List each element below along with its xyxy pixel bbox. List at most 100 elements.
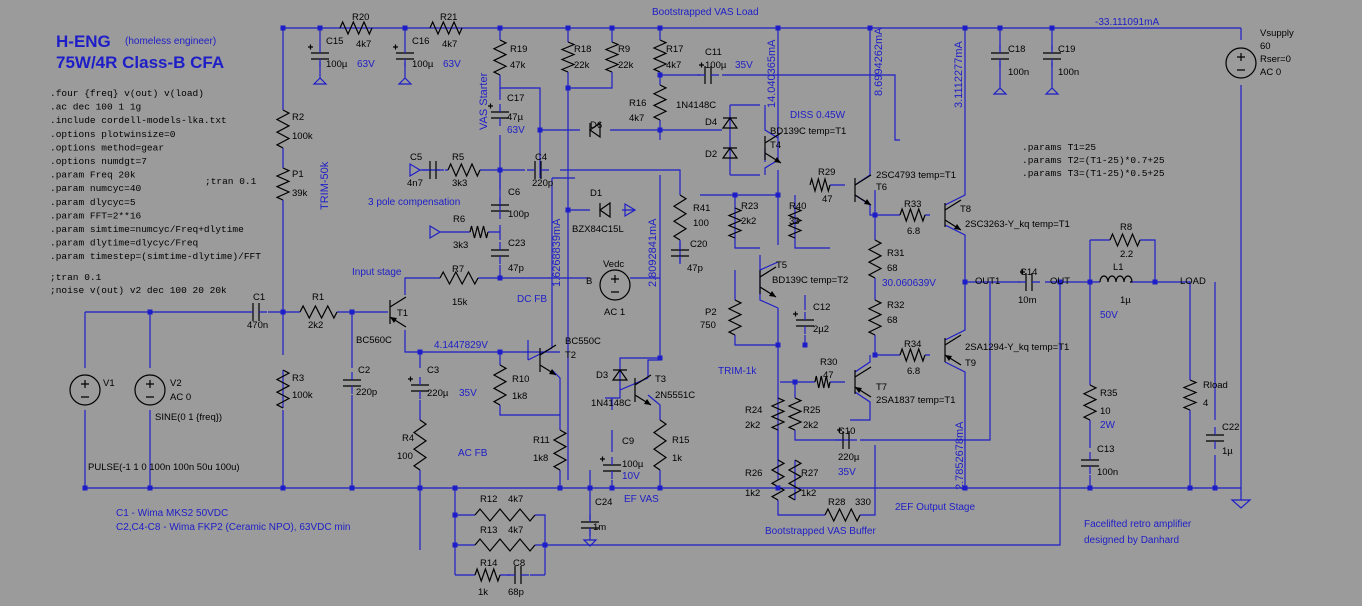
c4-capacitor[interactable]: [527, 161, 549, 179]
c11-capacitor[interactable]: [697, 62, 719, 85]
p1-potentiometer[interactable]: [275, 167, 291, 201]
t4-transistor[interactable]: [764, 132, 782, 164]
junction-dot: [657, 25, 663, 31]
r29-resistor[interactable]: [809, 176, 831, 194]
c8-label: C8: [513, 558, 525, 569]
junction-dot: [82, 485, 88, 491]
d6-diode[interactable]: [588, 121, 601, 139]
r18-resistor[interactable]: [560, 41, 576, 73]
r3-resistor[interactable]: [275, 369, 291, 409]
t8-transistor[interactable]: [944, 199, 962, 231]
r35-resistor[interactable]: [1082, 384, 1098, 421]
r27-resistor[interactable]: [787, 459, 803, 501]
c8-capacitor[interactable]: [507, 566, 529, 584]
c5-capacitor[interactable]: [422, 161, 444, 179]
d2-diode[interactable]: [721, 146, 739, 159]
r21-resistor[interactable]: [429, 20, 463, 36]
d4-diode[interactable]: [721, 116, 739, 129]
c23-capacitor[interactable]: [491, 242, 509, 264]
c13-capacitor[interactable]: [1081, 452, 1099, 474]
r19-resistor[interactable]: [492, 39, 508, 76]
c15-capacitor[interactable]: [308, 44, 329, 68]
r28-resistor[interactable]: [824, 507, 861, 523]
c19-capacitor[interactable]: [1043, 45, 1061, 67]
d3-diode[interactable]: [611, 368, 629, 381]
c14-capacitor[interactable]: [1018, 269, 1040, 292]
r17-resistor[interactable]: [652, 39, 668, 73]
r40-resistor[interactable]: [787, 207, 803, 239]
c12-capacitor[interactable]: [793, 311, 814, 335]
r26-resistor[interactable]: [770, 459, 786, 501]
r35-label: 2W: [1100, 420, 1116, 431]
vsupply-label: AC 0: [1260, 67, 1281, 78]
d1-zener[interactable]: [598, 201, 611, 219]
c9-capacitor[interactable]: [600, 456, 621, 480]
r33-resistor[interactable]: [899, 207, 926, 223]
r12-resistor[interactable]: [474, 508, 536, 522]
r7-resistor[interactable]: [439, 270, 479, 286]
c1-capacitor[interactable]: [245, 303, 267, 321]
r31-resistor[interactable]: [867, 239, 883, 279]
r10-resistor[interactable]: [492, 364, 508, 406]
r1-resistor[interactable]: [299, 304, 338, 320]
c24-capacitor[interactable]: [581, 514, 599, 536]
r24-resistor[interactable]: [770, 397, 786, 431]
r9-resistor[interactable]: [604, 41, 620, 73]
r14-resistor[interactable]: [474, 567, 501, 583]
t1-transistor[interactable]: [389, 296, 407, 328]
directive-line: .param simtime=numcyc/Freq+dlytime: [50, 224, 244, 235]
junction-dot: [565, 25, 571, 31]
r16-resistor[interactable]: [652, 84, 668, 121]
r11-resistor[interactable]: [552, 429, 568, 471]
r23-resistor[interactable]: [727, 207, 743, 239]
t7-label: T7: [876, 382, 887, 393]
c10-capacitor[interactable]: [835, 427, 857, 450]
vsupply-source[interactable]: [1225, 47, 1257, 79]
r8-resistor[interactable]: [1109, 232, 1141, 248]
c24-label: 1m: [593, 522, 606, 533]
r20-resistor[interactable]: [339, 20, 373, 36]
r25-resistor[interactable]: [787, 397, 803, 431]
t9-transistor[interactable]: [944, 334, 962, 366]
r34-resistor[interactable]: [899, 347, 926, 363]
rload-resistor[interactable]: [1182, 379, 1198, 411]
r11-label: R11: [533, 435, 550, 446]
c18-capacitor[interactable]: [991, 45, 1009, 67]
r20-label: R20: [352, 12, 369, 23]
label-input-stage: Input stage: [352, 267, 402, 278]
r2-resistor[interactable]: [275, 109, 291, 149]
vsupply-label: Vsupply: [1260, 28, 1294, 39]
c20-capacitor[interactable]: [671, 242, 689, 264]
r41-resistor[interactable]: [672, 194, 688, 241]
c13-label: 100n: [1097, 467, 1118, 478]
t7-transistor[interactable]: [854, 366, 872, 398]
r32-resistor[interactable]: [867, 299, 883, 336]
t6-transistor[interactable]: [854, 174, 872, 206]
r30-resistor[interactable]: [814, 375, 831, 389]
c6-capacitor[interactable]: [491, 197, 509, 219]
v2-source[interactable]: [134, 374, 166, 406]
t3-transistor[interactable]: [634, 374, 652, 406]
junction-dot: [497, 275, 503, 281]
c16-capacitor[interactable]: [393, 44, 414, 68]
r40-label: 33: [789, 216, 800, 227]
c9-label: 100µ: [622, 459, 644, 470]
p2-potentiometer[interactable]: [727, 299, 743, 336]
vedc-source[interactable]: [599, 269, 631, 301]
c22-capacitor[interactable]: [1206, 427, 1224, 449]
c2-capacitor[interactable]: [343, 372, 361, 394]
l1-inductor[interactable]: [1099, 275, 1133, 283]
t5-transistor[interactable]: [759, 266, 777, 298]
r5-resistor[interactable]: [447, 162, 481, 178]
r4-resistor[interactable]: [412, 419, 428, 471]
junction-dot: [417, 485, 423, 491]
c17-capacitor[interactable]: [488, 103, 509, 127]
r6-resistor[interactable]: [469, 225, 489, 239]
param-directives: .params T1=25.params T2=(T1-25)*0.7+25.p…: [1022, 142, 1165, 179]
r13-resistor[interactable]: [474, 538, 536, 552]
t2-transistor[interactable]: [539, 344, 557, 376]
r15-resistor[interactable]: [652, 419, 668, 471]
c3-capacitor[interactable]: [408, 376, 429, 400]
v1-source[interactable]: [69, 374, 101, 406]
